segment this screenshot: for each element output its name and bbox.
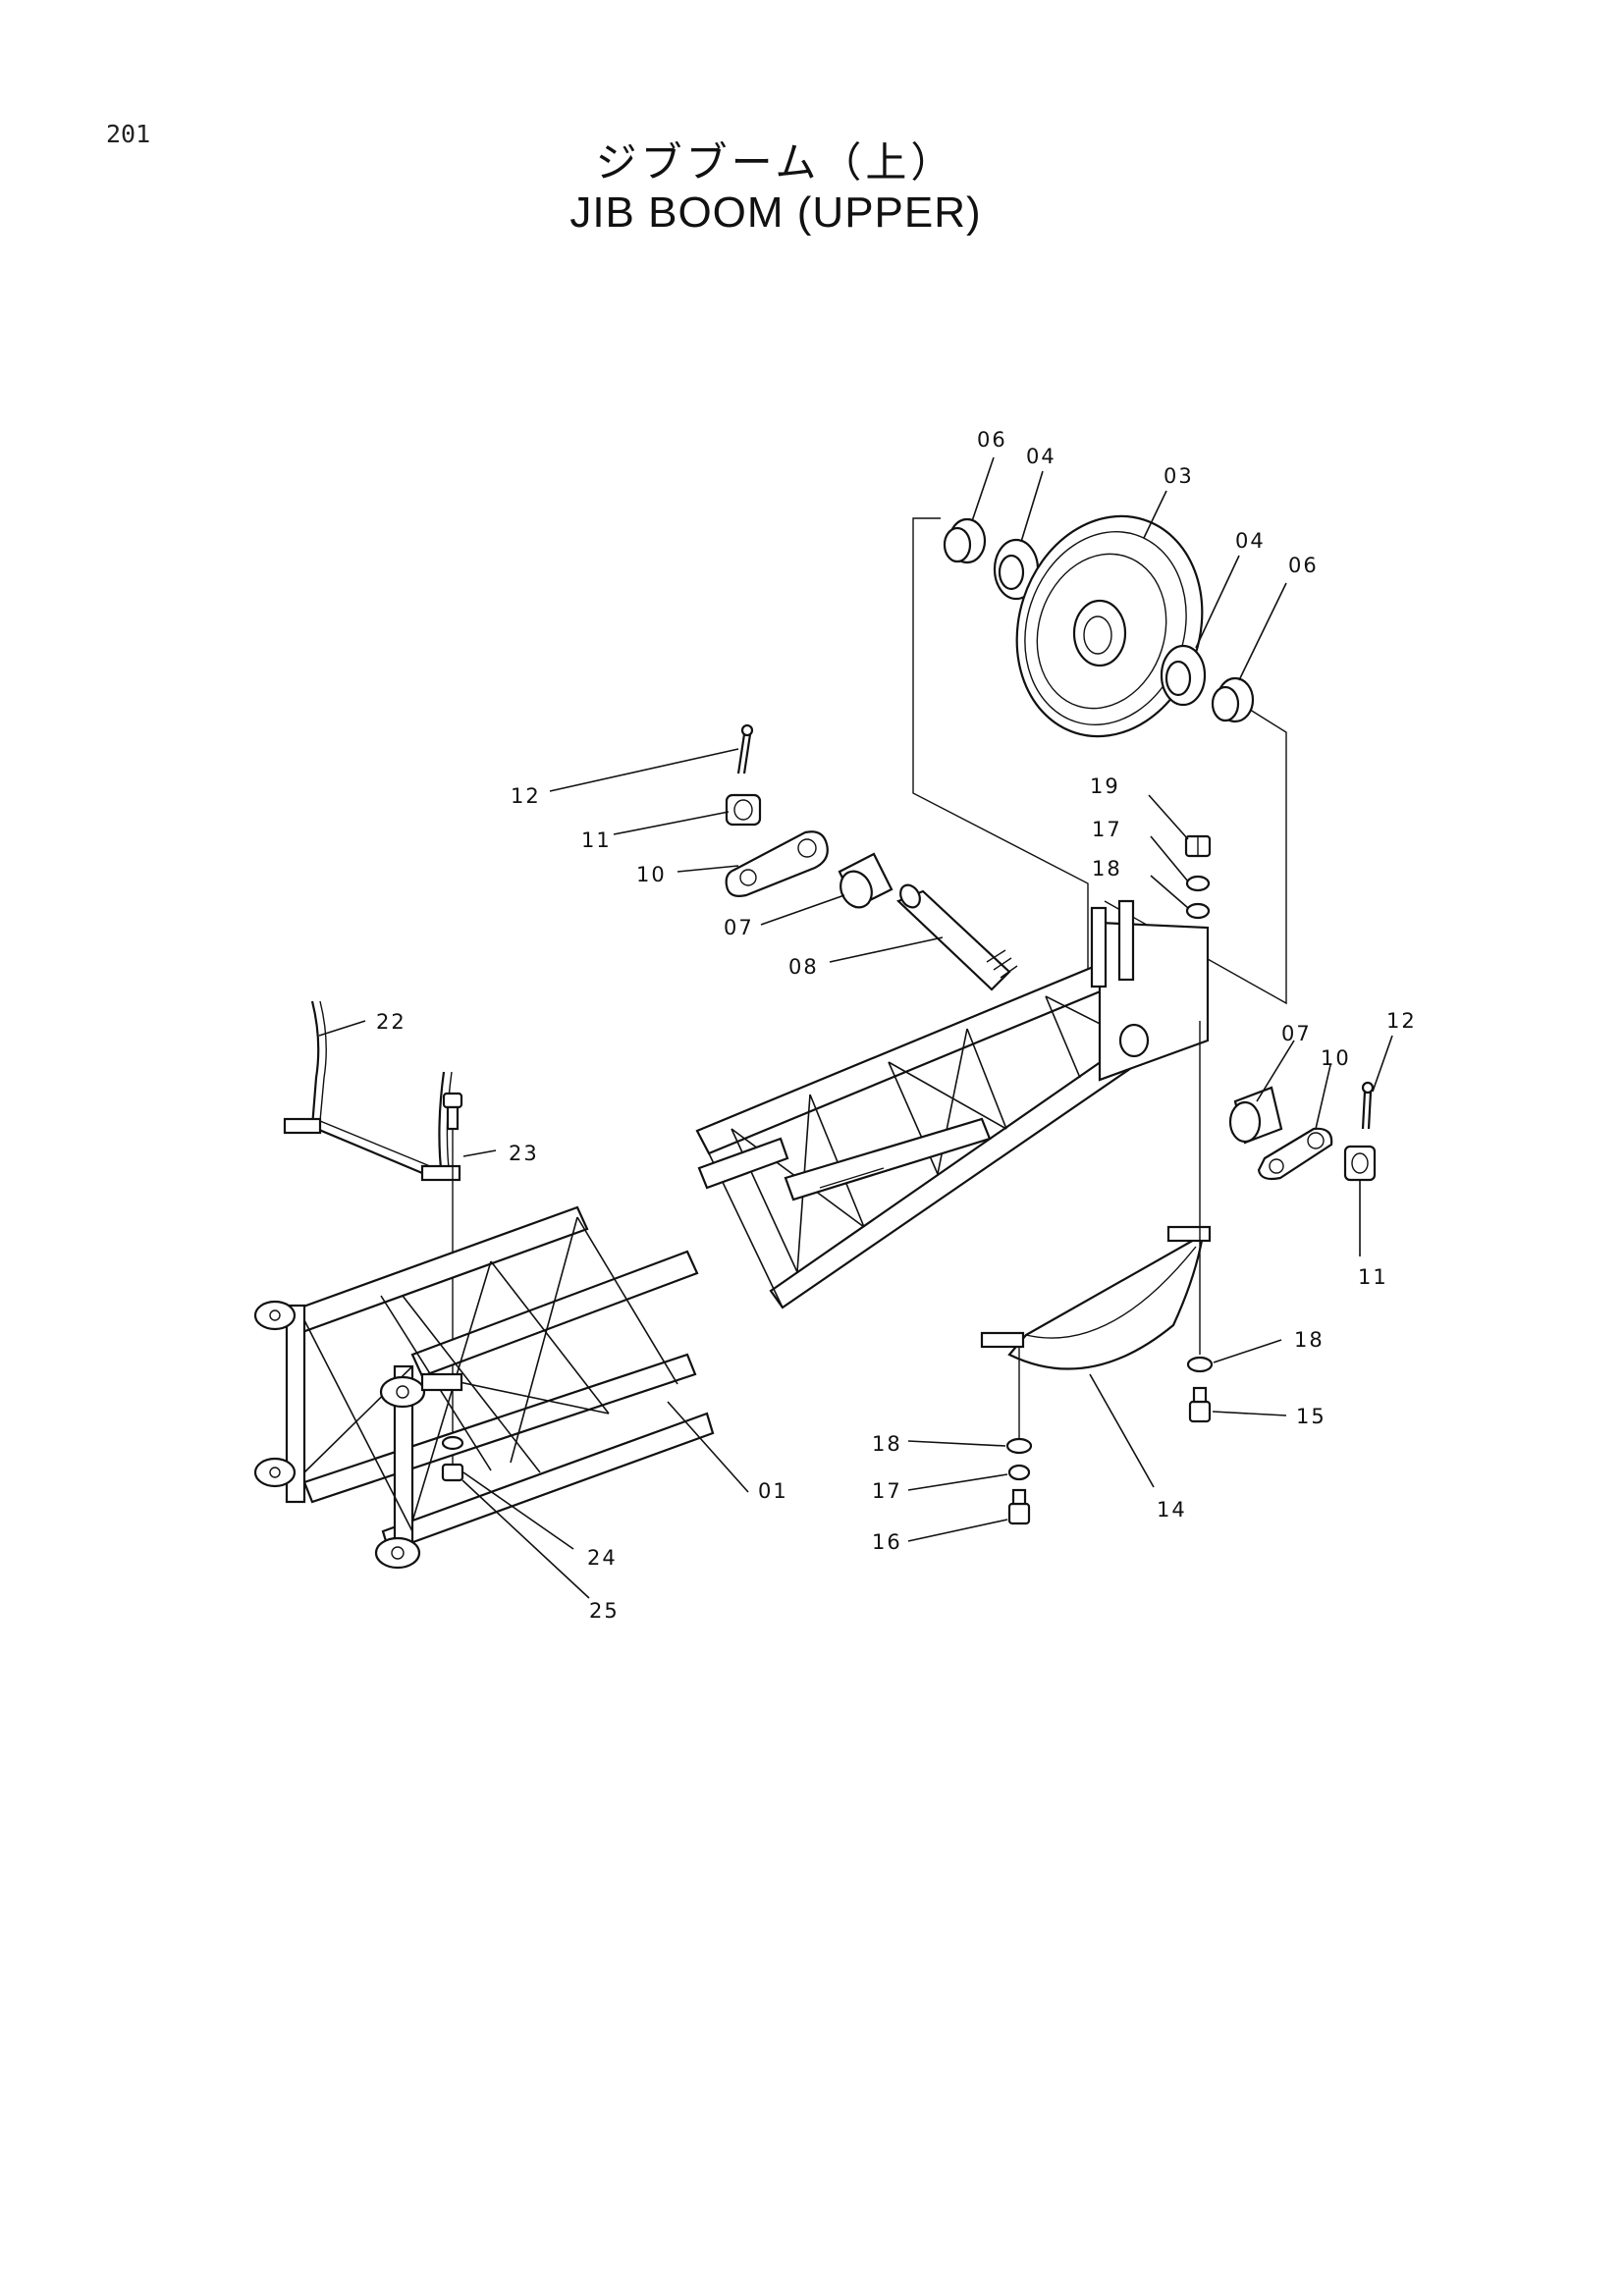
bolt-16 [1007, 1488, 1031, 1525]
boom-upper-section [695, 899, 1210, 1309]
part-labels: 06 04 03 04 06 12 11 10 07 08 19 17 18 2… [376, 428, 1417, 1623]
plate-10-right [1257, 1127, 1333, 1181]
washer-18-upper [1185, 902, 1211, 920]
label-22: 22 [376, 1010, 406, 1034]
pin-assembly-right [1228, 1081, 1377, 1182]
label-06-left: 06 [977, 428, 1007, 452]
pin-assembly-left [725, 723, 1018, 991]
bolt-23 [442, 1092, 463, 1477]
boom-lower-section-01 [253, 1205, 715, 1570]
nut-washer-24-25 [441, 1435, 464, 1482]
page-number: 201 [106, 120, 151, 148]
bearing-04-left [993, 538, 1040, 601]
nut-19 [1184, 834, 1212, 858]
label-10-right: 10 [1321, 1046, 1351, 1070]
collar-06-right [1211, 676, 1255, 723]
label-14: 14 [1157, 1498, 1187, 1522]
label-19: 19 [1090, 774, 1120, 798]
label-03: 03 [1164, 464, 1194, 488]
pin-08 [895, 883, 1018, 991]
label-11-left: 11 [581, 828, 612, 852]
bolt-15 [1188, 1386, 1212, 1423]
label-25: 25 [589, 1599, 620, 1623]
label-04-right: 04 [1235, 529, 1266, 553]
label-10-left: 10 [636, 863, 667, 886]
washer-18-right [1186, 1356, 1214, 1373]
label-18-upper: 18 [1092, 857, 1122, 881]
bolt-stack-upper-right [1184, 834, 1212, 920]
title-english: JIB BOOM (UPPER) [569, 188, 982, 237]
nut-25 [441, 1463, 464, 1482]
handrail-22 [283, 1000, 461, 1182]
label-08: 08 [788, 955, 819, 979]
label-12-right: 12 [1386, 1009, 1417, 1033]
label-17-upper: 17 [1092, 818, 1122, 841]
castle-nut-11-right [1343, 1145, 1377, 1182]
label-15: 15 [1296, 1405, 1326, 1428]
label-07-left: 07 [724, 916, 754, 939]
label-18-lower: 18 [872, 1432, 902, 1456]
assembly-guide-line-left [912, 517, 1089, 987]
label-01: 01 [758, 1479, 788, 1503]
label-11-right: 11 [1358, 1265, 1388, 1289]
label-23: 23 [509, 1142, 539, 1165]
washer-24 [441, 1435, 464, 1451]
sheave-03 [1015, 514, 1204, 738]
guard-14 [980, 1225, 1212, 1370]
label-16: 16 [872, 1530, 902, 1554]
cotter-pin-12-right [1361, 1081, 1375, 1130]
washer-18-lower [1005, 1437, 1033, 1455]
title-japanese: ジブブーム（上） [595, 138, 956, 187]
bushing-07-left [838, 852, 893, 909]
label-12-left: 12 [511, 784, 541, 808]
collar-06-left [943, 517, 987, 564]
bolt-stack-lower-right [1186, 1021, 1214, 1423]
leader-lines [318, 456, 1393, 1599]
label-04-left: 04 [1026, 445, 1056, 468]
plate-10-left [725, 830, 829, 897]
label-06-right: 06 [1288, 554, 1319, 577]
spring-washer-17-upper [1185, 875, 1211, 892]
cotter-pin-12-left [736, 723, 754, 774]
castle-nut-11-left [725, 793, 762, 827]
bolt-stack-lower-center [1005, 1347, 1033, 1525]
label-07-right: 07 [1281, 1022, 1312, 1045]
sheave-assembly [912, 514, 1287, 1005]
bearing-04-right [1160, 644, 1207, 707]
label-24: 24 [587, 1546, 618, 1570]
label-18-right: 18 [1294, 1328, 1325, 1352]
label-17-lower: 17 [872, 1479, 902, 1503]
spring-washer-17-lower [1007, 1464, 1031, 1481]
bushing-07-right [1228, 1086, 1283, 1145]
